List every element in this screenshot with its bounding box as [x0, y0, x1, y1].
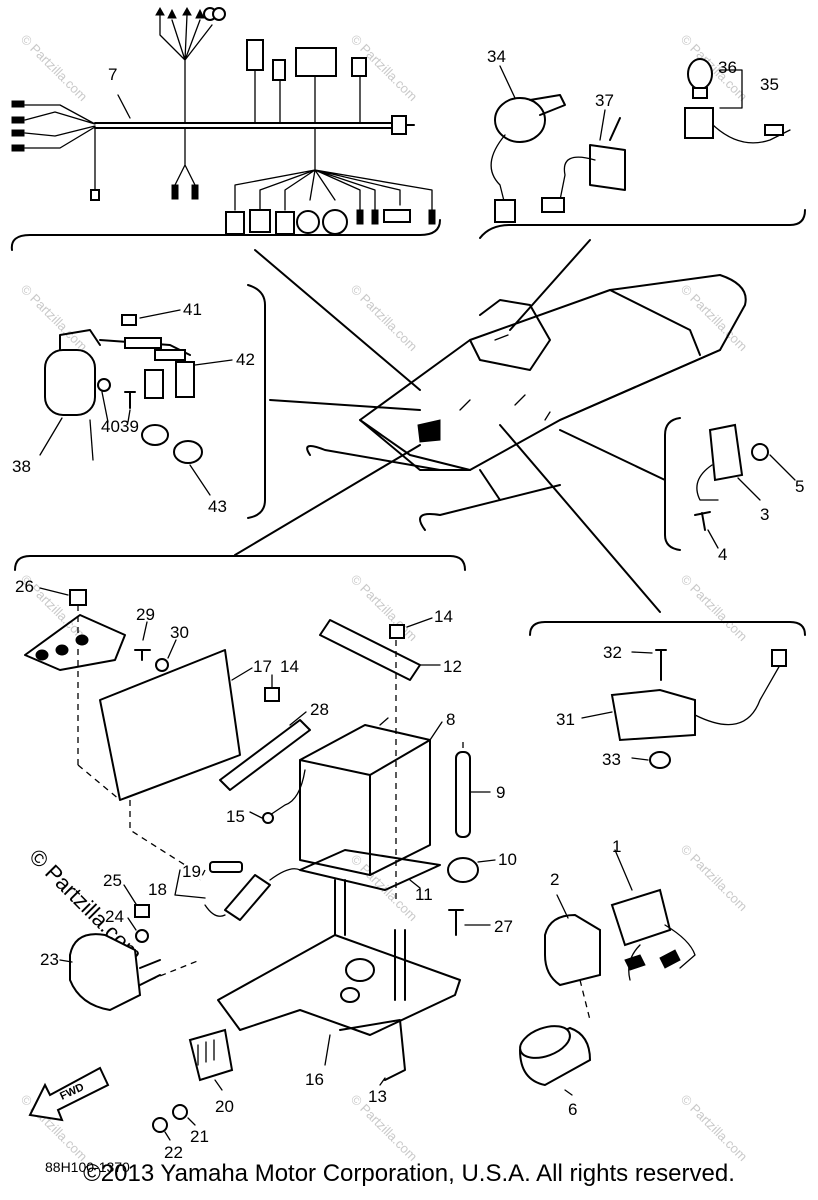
callout-29: 29: [136, 605, 155, 624]
callout-24: 24: [105, 907, 124, 926]
watermark: © Partzilla.com: [18, 282, 91, 355]
callout-2: 2: [550, 870, 559, 889]
snowmobile-illustration: [306, 274, 747, 531]
callout-12: 12: [443, 657, 462, 676]
callout-8: 8: [446, 710, 455, 729]
callout-7: 7: [108, 65, 117, 84]
callout-9: 9: [496, 783, 505, 802]
watermark: © Partzilla.com: [678, 282, 751, 355]
callout-39: 39: [120, 417, 139, 436]
callout-6: 6: [568, 1100, 577, 1119]
group-bracket: [247, 284, 266, 519]
watermark: © Partzilla.com: [678, 1092, 751, 1165]
callout-33: 33: [602, 750, 621, 769]
callout-4: 4: [718, 545, 727, 564]
callout-23: 23: [40, 950, 59, 969]
callout-34: 34: [487, 47, 506, 66]
callout-10: 10: [498, 850, 517, 869]
callout-19: 19: [182, 862, 201, 881]
callout-11: 11: [415, 885, 433, 904]
group-bracket: [14, 555, 466, 571]
callout-22: 22: [164, 1143, 183, 1162]
callout-14a: 14: [434, 607, 453, 626]
callout-27: 27: [494, 917, 513, 936]
regulator-group: [664, 417, 796, 551]
callout-21: 21: [190, 1127, 209, 1146]
callout-28: 28: [310, 700, 329, 719]
callout-18: 18: [148, 880, 167, 899]
callout-37: 37: [595, 91, 614, 110]
callout-30: 30: [170, 623, 189, 642]
callout-41: 41: [183, 300, 202, 319]
group-bracket: [479, 209, 806, 239]
callout-15: 15: [226, 807, 245, 826]
watermark: © Partzilla.com: [348, 282, 421, 355]
callout-25: 25: [103, 871, 122, 890]
callout-1: 1: [612, 837, 621, 856]
callout-17: 17: [253, 657, 272, 676]
callout-42: 42: [236, 350, 255, 369]
switch-group: [479, 58, 806, 239]
callout-3: 3: [760, 505, 769, 524]
callout-16: 16: [305, 1070, 324, 1089]
callout-5: 5: [795, 477, 804, 496]
group-bracket: [664, 417, 681, 551]
callout-38: 38: [12, 457, 31, 476]
fuse-group: [529, 621, 806, 769]
callout-13: 13: [368, 1087, 387, 1106]
cdi-group: [518, 849, 696, 1096]
leader-lines: [234, 239, 666, 613]
battery-group: FWD: [14, 555, 496, 1141]
callout-43: 43: [208, 497, 227, 516]
callout-20: 20: [215, 1097, 234, 1116]
callout-35: 35: [760, 75, 779, 94]
watermark: © Partzilla.com: [348, 572, 421, 645]
callout-32: 32: [603, 643, 622, 662]
wire-harness-group: [10, 6, 441, 251]
watermark: © Partzilla.com: [18, 32, 91, 105]
ignition-coil-group: [39, 284, 266, 519]
watermark: © Partzilla.com: [348, 852, 421, 925]
callouts: 1 2 3 4 5 6 7 8 9 10 11 12 13 14 14 15 1…: [12, 47, 804, 1162]
callout-40: 40: [101, 417, 120, 436]
diagram-code: 88H100-1370: [45, 1159, 130, 1175]
watermark: © Partzilla.com: [678, 572, 751, 645]
callout-14b: 14: [280, 657, 299, 676]
group-bracket: [529, 621, 806, 636]
copyright-notice: ©2013 Yamaha Motor Corporation, U.S.A. A…: [83, 1160, 735, 1187]
callout-36: 36: [718, 58, 737, 77]
callout-31: 31: [556, 710, 575, 729]
watermark: © Partzilla.com: [678, 842, 751, 915]
callout-26: 26: [15, 577, 34, 596]
